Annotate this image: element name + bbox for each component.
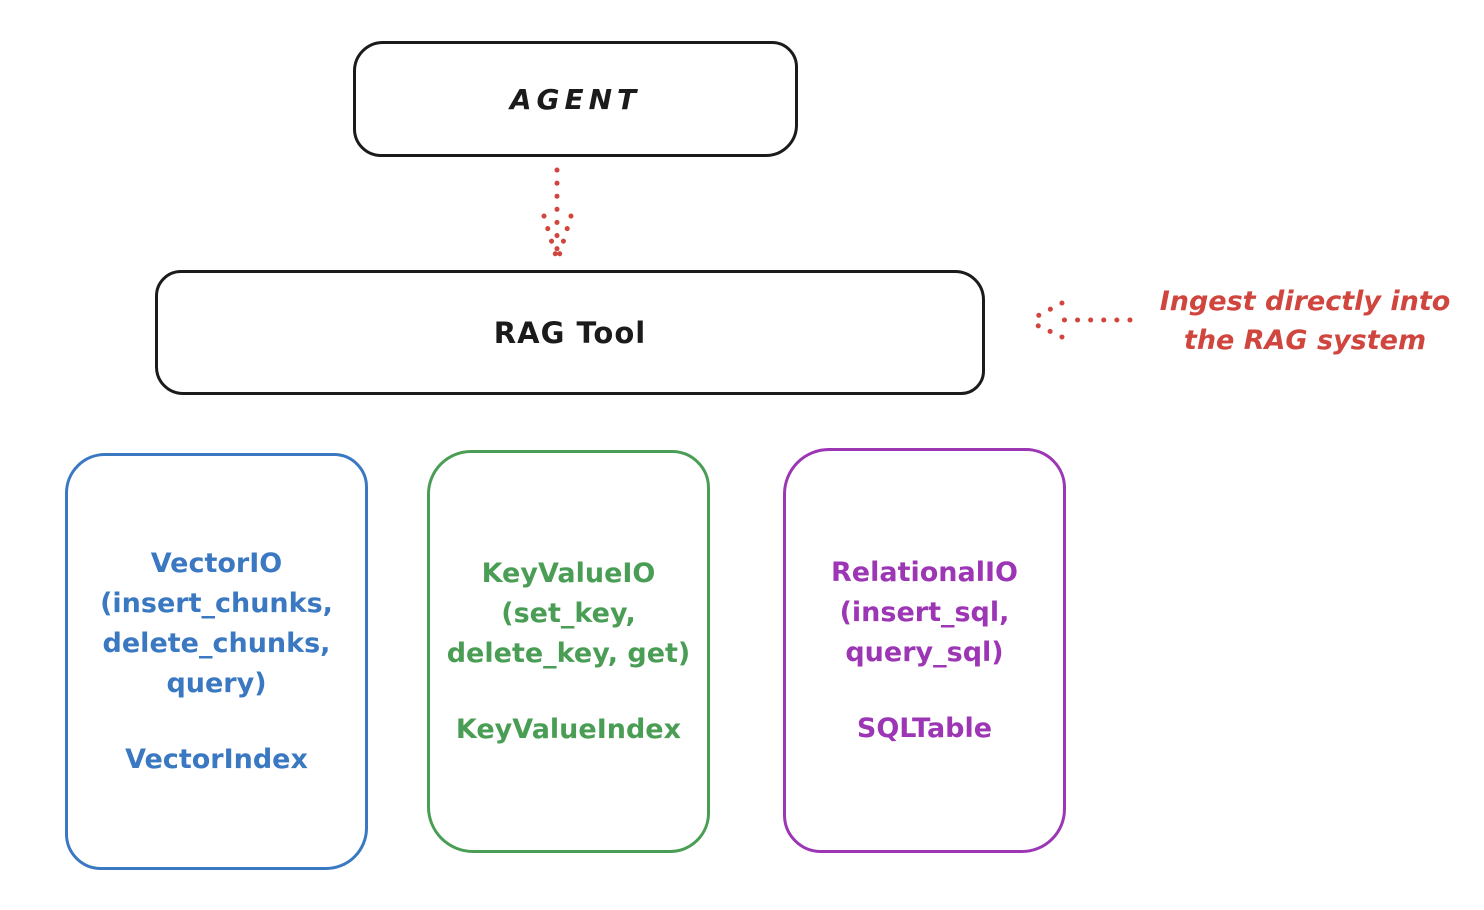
- relational-io-methods-line1: (insert_sql,: [839, 596, 1010, 628]
- ingest-annotation-line1: Ingest directly into: [1159, 286, 1451, 317]
- keyvalue-io-methods-line1: (set_key,: [501, 597, 636, 629]
- ingest-annotation-arrow: [1025, 300, 1133, 340]
- vector-io-methods-line2: delete_chunks,: [102, 627, 331, 659]
- relational-io-methods-line2: query_sql): [845, 636, 1004, 668]
- vector-io-methods-line1: (insert_chunks,: [100, 587, 333, 619]
- rag-tool-box: RAG Tool: [155, 270, 985, 395]
- agent-box: AGENT: [353, 41, 798, 157]
- vector-index-label: VectorIndex: [125, 743, 308, 775]
- ingest-annotation-line2: the RAG system: [1183, 325, 1427, 356]
- keyvalue-io-title: KeyValueIO: [481, 557, 656, 589]
- relational-io-box: RelationalIO (insert_sql, query_sql) SQL…: [783, 448, 1066, 853]
- relational-io-text: RelationalIO (insert_sql, query_sql) SQL…: [831, 553, 1018, 749]
- keyvalue-io-text: KeyValueIO (set_key, delete_key, get) Ke…: [447, 554, 691, 750]
- vector-io-text: VectorIO (insert_chunks, delete_chunks, …: [100, 544, 333, 780]
- rag-tool-label: RAG Tool: [493, 315, 647, 350]
- vector-io-title: VectorIO: [150, 547, 283, 579]
- agent-to-ragtool-arrow: [541, 167, 574, 259]
- ingest-annotation-text: Ingest directly into the RAG system: [1135, 282, 1475, 360]
- vector-io-box: VectorIO (insert_chunks, delete_chunks, …: [65, 453, 368, 870]
- keyvalue-io-methods-line2: delete_key, get): [446, 637, 691, 669]
- keyvalue-io-box: KeyValueIO (set_key, delete_key, get) Ke…: [427, 450, 710, 853]
- agent-label: AGENT: [509, 82, 642, 116]
- vector-io-methods-line3: query): [166, 667, 267, 699]
- sql-table-label: SQLTable: [856, 712, 993, 744]
- keyvalue-index-label: KeyValueIndex: [455, 713, 682, 745]
- relational-io-title: RelationalIO: [831, 556, 1018, 588]
